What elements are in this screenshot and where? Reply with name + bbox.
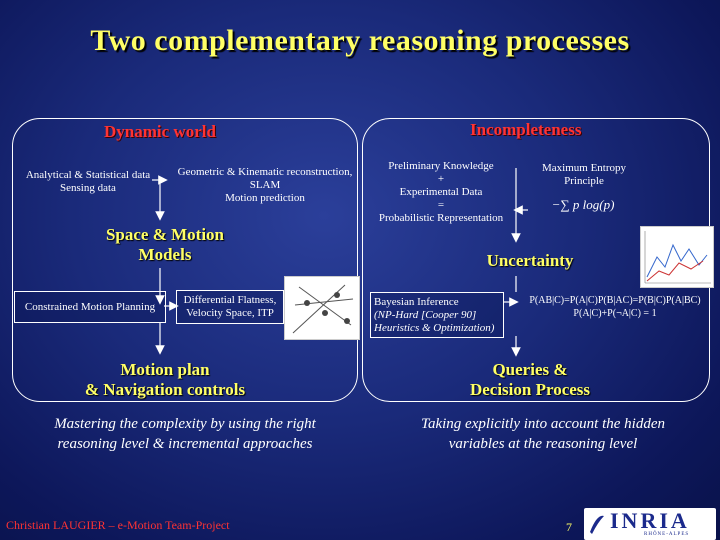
left-summary: Mastering the complexity by using the ri… [54,416,316,452]
bayesian-inference-box: Bayesian Inference (NP-Hard [Cooper 90] … [370,292,504,338]
queries-decision-output: Queries & Decision Process [469,360,591,399]
motion-plan-output: Motion plan & Navigation controls [84,360,246,399]
slide-title: Two complementary reasoning processes [90,24,630,57]
right-summary: Taking explicitly into account the hidde… [421,416,665,452]
inria-logo: INRIA RHÔNE-ALPES [584,508,716,540]
probability-chart-thumbnail [640,226,714,288]
space-motion-models: Space & Motion Models [105,225,225,264]
footer-author: Christian LAUGIER – e-Motion Team-Projec… [6,518,230,532]
constrained-motion-planning-box: Constrained Motion Planning [14,291,166,323]
planning-methods-box: Differential Flatness, Velocity Space, I… [176,290,284,324]
left-panel [12,118,358,402]
uncertainty-heading: Uncertainty [486,251,574,270]
source-data-label: Analytical & Statistical data Sensing da… [25,169,151,194]
reconstruction-label: Geometric & Kinematic reconstruction, SL… [177,166,353,204]
incompleteness-heading: Incompleteness [470,120,582,139]
inria-emblem-icon [588,512,606,536]
motion-planning-diagram [284,276,360,340]
entropy-formula: −∑ p log(p) [551,197,615,212]
bayes-formula: P(AB|C)=P(A|C)P(B|AC)=P(B|C)P(A|BC) P(A|… [529,295,701,319]
max-entropy-label: Maximum Entropy Principle [541,162,627,187]
page-number: 7 [566,520,572,534]
knowledge-label: Preliminary Knowledge + Experimental Dat… [378,160,504,224]
dynamic-world-heading: Dynamic world [104,122,216,141]
